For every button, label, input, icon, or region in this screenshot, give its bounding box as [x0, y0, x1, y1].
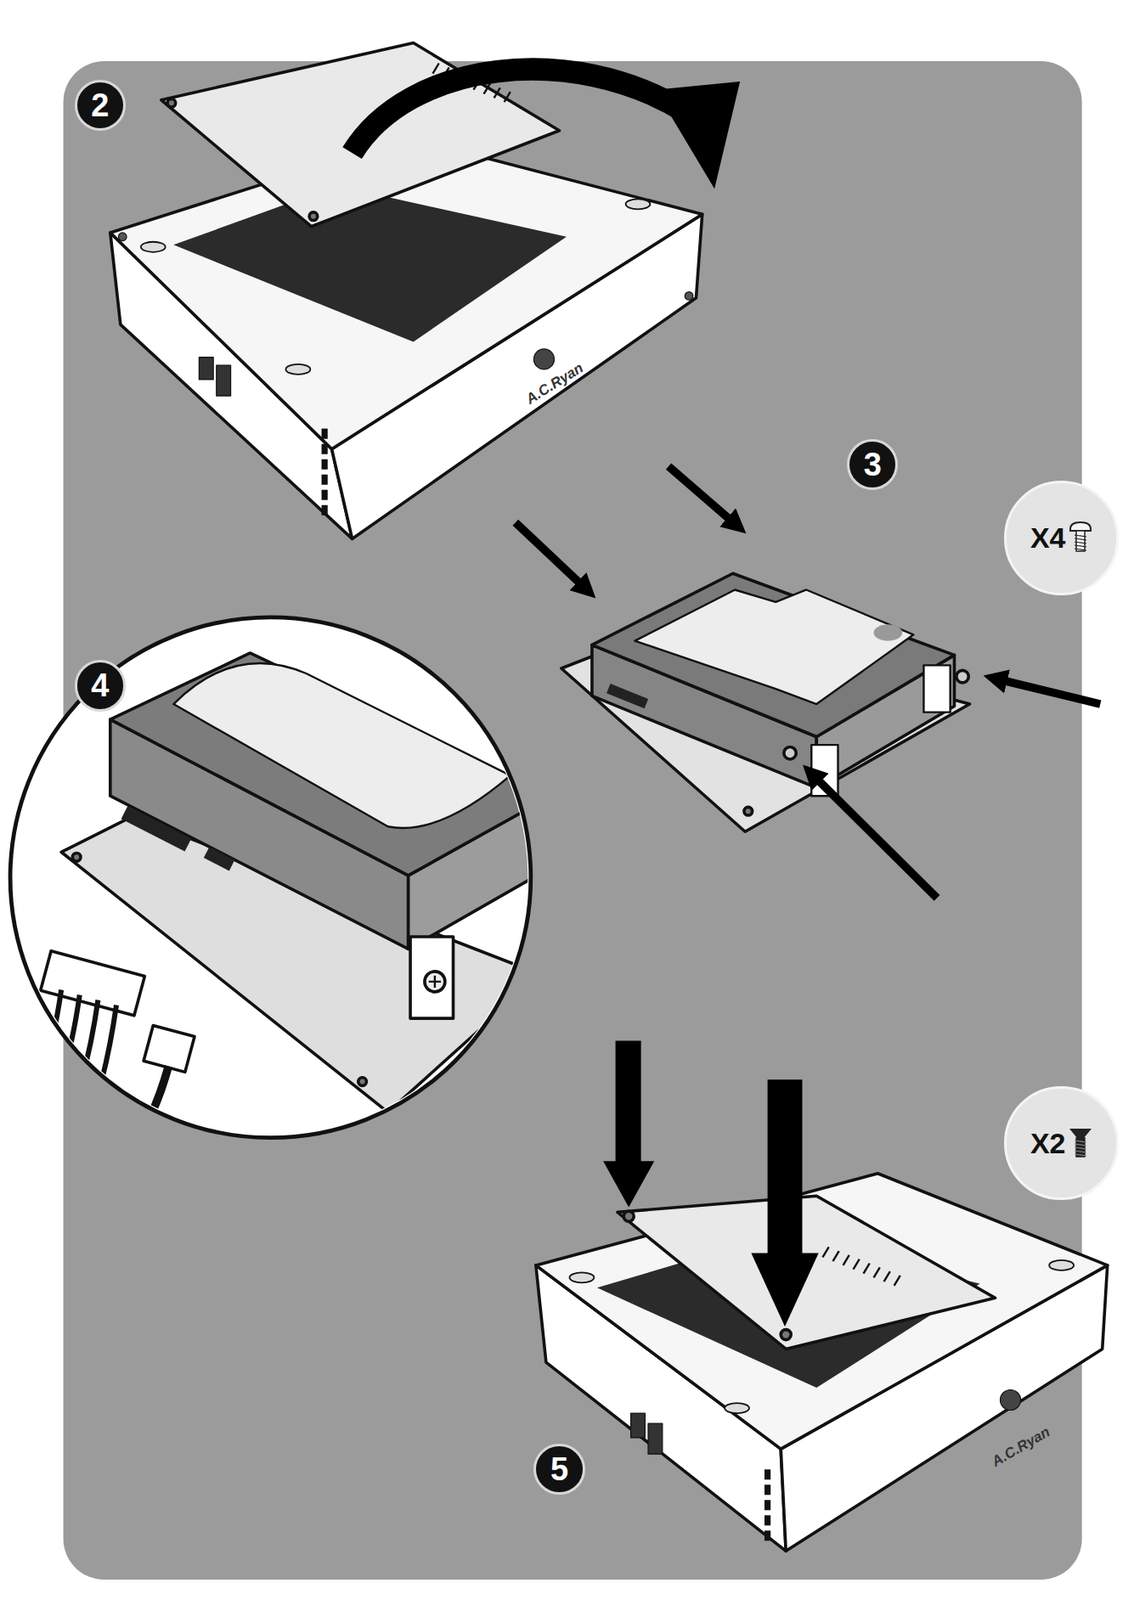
drive-on-tray [561, 573, 971, 832]
screw-icon [1068, 520, 1093, 555]
step-number-badge: 4 [74, 660, 126, 711]
case-open [110, 137, 703, 539]
quantity-text: X2 [1030, 1128, 1067, 1158]
step-number-badge: 5 [533, 1444, 585, 1496]
step-number: 2 [90, 89, 109, 122]
case-closing [535, 1173, 1108, 1552]
step-number-badge: 3 [846, 439, 898, 491]
connector-detail [30, 653, 552, 1164]
quantity-text: X4 [1030, 523, 1067, 553]
screw-icon [1068, 1126, 1093, 1161]
step-number: 4 [90, 669, 109, 702]
step-number: 5 [550, 1453, 569, 1486]
brand-logo-text: A.C.Ryan [989, 1425, 1053, 1471]
step-number: 3 [863, 448, 882, 481]
quantity-badge: X4 [1004, 480, 1119, 596]
flip-arrow [352, 69, 741, 190]
step-number-badge: 2 [74, 79, 126, 131]
brand-logo-text: A.C.Ryan [523, 361, 586, 407]
screw-arrows [603, 1041, 819, 1327]
quantity-badge: X2 [1004, 1086, 1119, 1202]
